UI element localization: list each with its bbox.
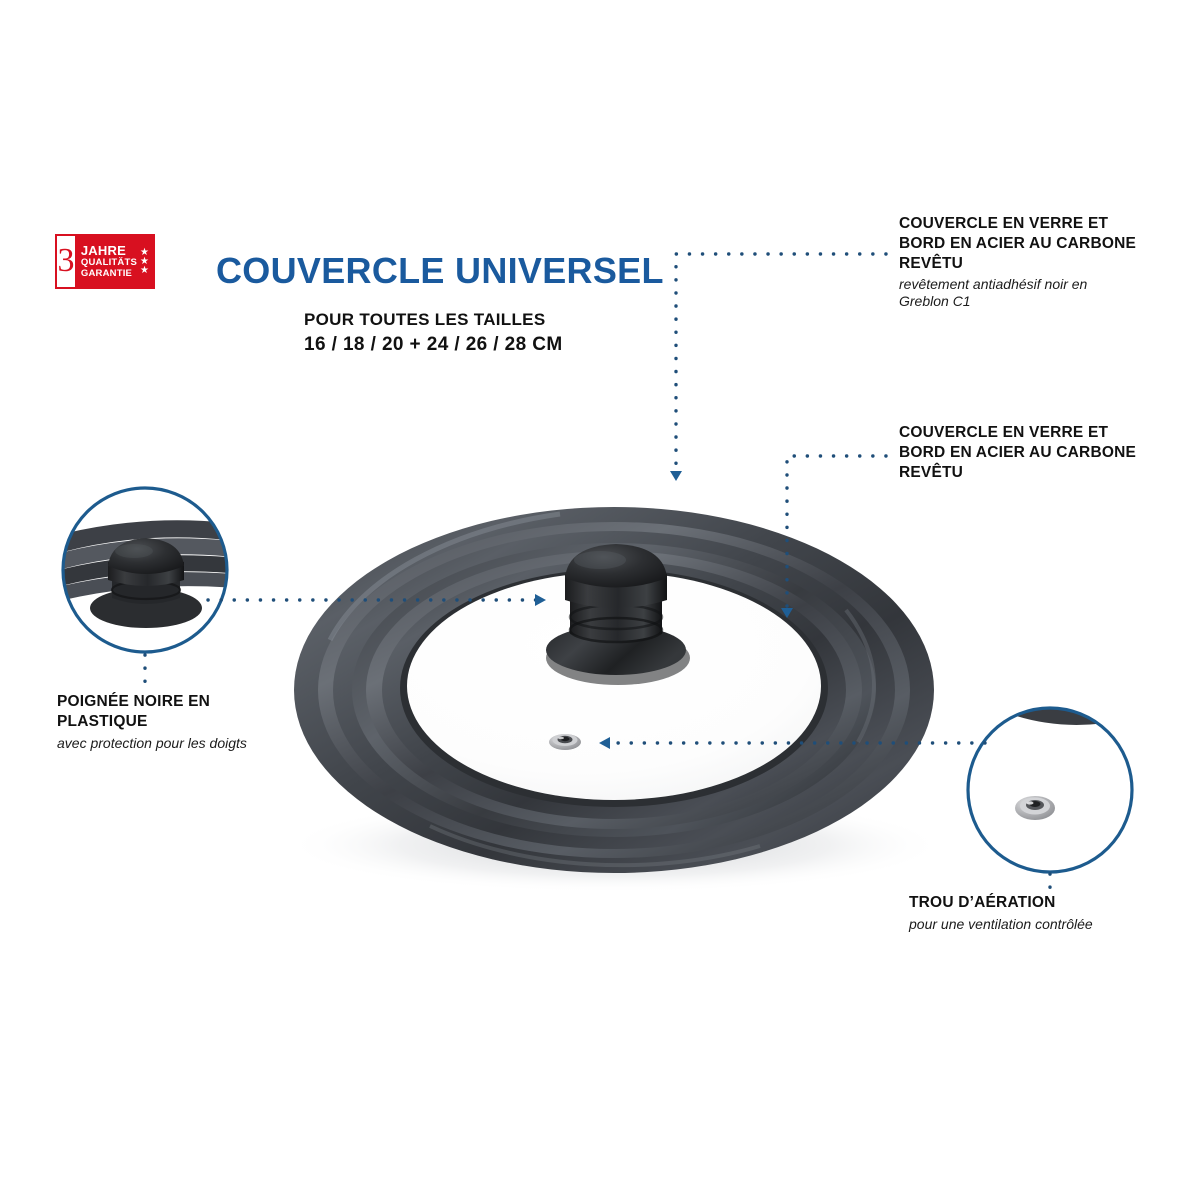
subtitle-sizes-label: POUR TOUTES LES TAILLES — [304, 310, 546, 329]
callout-heading: TROU D’AÉRATION — [909, 894, 1056, 911]
subtitle-sizes-values: 16 / 18 / 20 + 24 / 26 / 28 CM — [304, 334, 563, 355]
warranty-badge-panel: JAHRE QUALITÄTS GARANTIE ★ ★ ★ — [74, 236, 153, 287]
leader-glass-top — [670, 252, 888, 482]
detail-circle-handle — [61, 486, 229, 654]
warranty-badge-stars: ★ ★ ★ — [137, 246, 149, 276]
steam-vent-eyelet — [549, 734, 581, 750]
rim-highlight-lower — [429, 824, 761, 868]
lid-knob — [546, 544, 690, 685]
knob-ring-1 — [568, 616, 664, 644]
callout-heading: COUVERCLE EN VERRE ET BORD EN ACIER AU C… — [899, 424, 1137, 481]
warranty-badge-number: 3 — [57, 241, 75, 279]
warranty-badge-line1: JAHRE — [80, 242, 126, 258]
lid-glass-panel — [407, 572, 821, 800]
lid-assembly — [294, 507, 934, 873]
detail-circle-vent — [966, 706, 1134, 874]
zoom-vent-eyelet — [1015, 796, 1055, 820]
callout-heading: COUVERCLE EN VERRE ET BORD EN ACIER AU C… — [899, 215, 1137, 272]
star-icon: ★ — [140, 255, 149, 267]
warranty-badge-line3: GARANTIE — [80, 267, 133, 279]
zoom-rim-bands — [63, 520, 227, 604]
page-title: COUVERCLE UNIVERSEL — [216, 250, 664, 291]
leader-lines — [143, 252, 1052, 890]
warranty-badge-text: JAHRE QUALITÄTS GARANTIE — [80, 242, 138, 280]
callout-plastic-handle: POIGNÉE NOIRE EN PLASTIQUE avec protecti… — [57, 692, 277, 751]
callout-subtext: revêtement antiadhésif noir en Greblon C… — [899, 276, 1088, 310]
callout-subtext: avec protection pour les doigts — [57, 734, 247, 751]
callout-glass-lid-mid: COUVERCLE EN VERRE ET BORD EN ACIER AU C… — [899, 423, 1139, 482]
callout-subtext: pour une ventilation contrôlée — [909, 915, 1093, 932]
zoom-knob — [90, 538, 202, 628]
knob-dome — [565, 544, 667, 588]
callout-glass-lid-top: COUVERCLE EN VERRE ET BORD EN ACIER AU C… — [899, 214, 1139, 310]
warranty-badge: 3 JAHRE QUALITÄTS GARANTIE ★ ★ ★ — [55, 234, 155, 289]
rim-highlight-upper — [327, 511, 561, 642]
star-icon: ★ — [140, 264, 149, 276]
detail-circle-vent-ring — [966, 706, 1134, 874]
callout-steam-vent: TROU D’AÉRATION pour une ventilation con… — [909, 893, 1139, 933]
warranty-badge-line2: QUALITÄTS — [80, 257, 138, 269]
knob-top-highlight — [574, 551, 626, 569]
callout-heading: POIGNÉE NOIRE EN PLASTIQUE — [57, 693, 211, 730]
star-icon: ★ — [140, 246, 149, 258]
rim-highlight-right — [844, 608, 876, 743]
detail-circle-handle-ring — [61, 486, 229, 654]
